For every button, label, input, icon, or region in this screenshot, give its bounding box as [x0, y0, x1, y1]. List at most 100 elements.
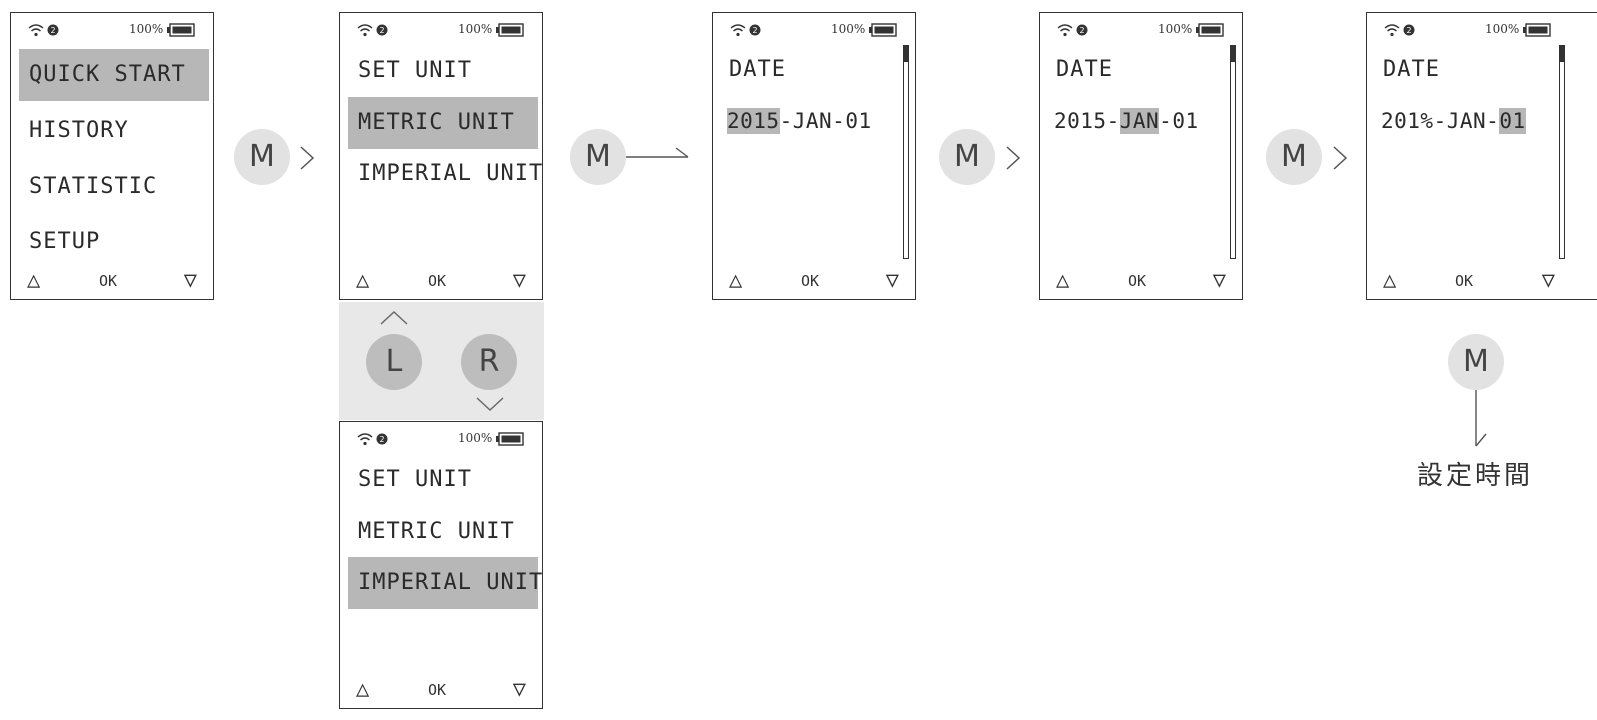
date-month[interactable]: JAN — [792, 109, 833, 133]
battery-percent: 100% — [458, 22, 493, 36]
date-value: 201%-JAN-01 — [1381, 108, 1526, 134]
battery-percent: 100% — [1485, 22, 1520, 36]
down-arrow-icon[interactable]: ▽ — [885, 268, 899, 293]
menu-item-statistic[interactable]: STATISTIC — [29, 174, 158, 199]
m-button[interactable]: M — [939, 129, 995, 185]
battery-icon — [1523, 23, 1551, 37]
status-bar: 2 100% — [340, 13, 542, 47]
date-separator: - — [1106, 109, 1120, 133]
menu-item-imperial-unit[interactable]: IMPERIAL UNIT — [348, 557, 542, 609]
m-button[interactable]: M — [234, 129, 290, 185]
up-arrow-icon[interactable]: △ — [1056, 268, 1070, 293]
menu-item-metric-unit[interactable]: METRIC UNIT — [348, 97, 538, 149]
unit-screen-imperial: 2 100% SET UNIT METRIC UNIT IMPERIAL UNI… — [339, 421, 543, 709]
svg-text:2: 2 — [752, 26, 757, 35]
set-time-caption: 設定時間 — [1416, 461, 1533, 491]
chevron-down-icon — [476, 397, 504, 411]
up-arrow-icon[interactable]: △ — [27, 268, 41, 293]
up-arrow-icon[interactable]: △ — [356, 677, 370, 702]
scrollbar[interactable] — [1230, 45, 1236, 259]
soft-keys: △ OK ▽ — [340, 263, 542, 299]
date-separator: - — [1159, 109, 1173, 133]
status-bar: 2 100% — [340, 422, 542, 456]
scrollbar[interactable] — [903, 45, 909, 259]
battery-percent: 100% — [1158, 22, 1193, 36]
soft-keys: △ OK ▽ — [1367, 263, 1571, 299]
battery-percent: 100% — [458, 431, 493, 445]
soft-keys: △ OK ▽ — [340, 672, 542, 708]
date-label: DATE — [1056, 57, 1113, 82]
date-screen-year: 2 100% DATE 2015-JAN-01 △ OK ▽ — [712, 12, 916, 300]
ok-key[interactable]: OK — [428, 681, 447, 699]
wifi-signal-icon: 2 — [28, 24, 59, 37]
scroll-thumb[interactable] — [1560, 46, 1564, 62]
wifi-signal-icon: 2 — [730, 24, 761, 37]
menu-item-setup[interactable]: SETUP — [29, 229, 101, 254]
up-arrow-icon[interactable]: △ — [729, 268, 743, 293]
menu-item-metric-unit[interactable]: METRIC UNIT — [358, 519, 515, 544]
down-arrow-icon[interactable]: ▽ — [512, 268, 526, 293]
down-arrow-icon[interactable]: ▽ — [1541, 268, 1555, 293]
arrow-down-icon — [1475, 390, 1487, 447]
date-year[interactable]: 201% — [1381, 109, 1434, 133]
menu-item-set-unit: SET UNIT — [358, 58, 472, 83]
m-button[interactable]: M — [570, 129, 626, 185]
arrow-right-icon — [626, 147, 689, 158]
chevron-right-icon — [1333, 146, 1348, 170]
m-button[interactable]: M — [1266, 129, 1322, 185]
wifi-signal-icon: 2 — [357, 24, 388, 37]
ok-key[interactable]: OK — [428, 272, 447, 290]
ok-key[interactable]: OK — [801, 272, 820, 290]
menu-item-set-unit: SET UNIT — [358, 467, 472, 492]
menu-item-quick-start[interactable]: QUICK START — [19, 49, 209, 101]
date-month[interactable]: JAN — [1446, 109, 1487, 133]
soft-keys: △ OK ▽ — [713, 263, 915, 299]
scrollbar[interactable] — [1559, 45, 1565, 259]
status-bar: 2 100% — [11, 13, 213, 47]
up-arrow-icon[interactable]: △ — [1383, 268, 1397, 293]
date-day[interactable]: 01 — [1499, 108, 1526, 134]
svg-text:2: 2 — [1406, 26, 1411, 35]
date-separator: - — [832, 109, 846, 133]
svg-text:2: 2 — [379, 26, 384, 35]
chevron-up-icon — [380, 311, 408, 325]
m-button[interactable]: M — [1448, 334, 1504, 390]
date-day[interactable]: 01 — [1172, 109, 1199, 133]
ok-key[interactable]: OK — [99, 272, 118, 290]
menu-item-history[interactable]: HISTORY — [29, 118, 129, 143]
l-button[interactable]: L — [366, 334, 422, 390]
date-year[interactable]: 2015 — [1054, 109, 1107, 133]
scroll-thumb[interactable] — [904, 46, 908, 62]
chevron-right-icon — [300, 146, 315, 170]
up-arrow-icon[interactable]: △ — [356, 268, 370, 293]
battery-icon — [496, 432, 524, 446]
menu-item-imperial-unit[interactable]: IMPERIAL UNIT — [358, 161, 544, 186]
battery-icon — [869, 23, 897, 37]
date-screen-month: 2 100% DATE 2015-JAN-01 △ OK ▽ — [1039, 12, 1243, 300]
date-value: 2015-JAN-01 — [1054, 108, 1199, 134]
lr-button-panel: L R — [339, 302, 544, 420]
date-label: DATE — [729, 57, 786, 82]
battery-icon — [496, 23, 524, 37]
date-month[interactable]: JAN — [1119, 108, 1160, 134]
date-label: DATE — [1383, 57, 1440, 82]
svg-text:2: 2 — [50, 26, 55, 35]
soft-keys: △ OK ▽ — [1040, 263, 1242, 299]
date-day[interactable]: 01 — [845, 109, 872, 133]
chevron-right-icon — [1006, 146, 1021, 170]
soft-keys: △ OK ▽ — [11, 263, 213, 299]
status-bar: 2 100% — [1367, 13, 1597, 47]
r-button[interactable]: R — [461, 334, 517, 390]
down-arrow-icon[interactable]: ▽ — [1212, 268, 1226, 293]
date-separator: - — [1486, 109, 1500, 133]
down-arrow-icon[interactable]: ▽ — [183, 268, 197, 293]
ok-key[interactable]: OK — [1128, 272, 1147, 290]
date-year[interactable]: 2015 — [727, 108, 780, 134]
scroll-thumb[interactable] — [1231, 46, 1235, 62]
date-separator: - — [779, 109, 793, 133]
ok-key[interactable]: OK — [1455, 272, 1474, 290]
status-bar: 2 100% — [1040, 13, 1242, 47]
unit-screen-metric: 2 100% SET UNIT METRIC UNIT IMPERIAL UNI… — [339, 12, 543, 300]
wifi-signal-icon: 2 — [1057, 24, 1088, 37]
down-arrow-icon[interactable]: ▽ — [512, 677, 526, 702]
